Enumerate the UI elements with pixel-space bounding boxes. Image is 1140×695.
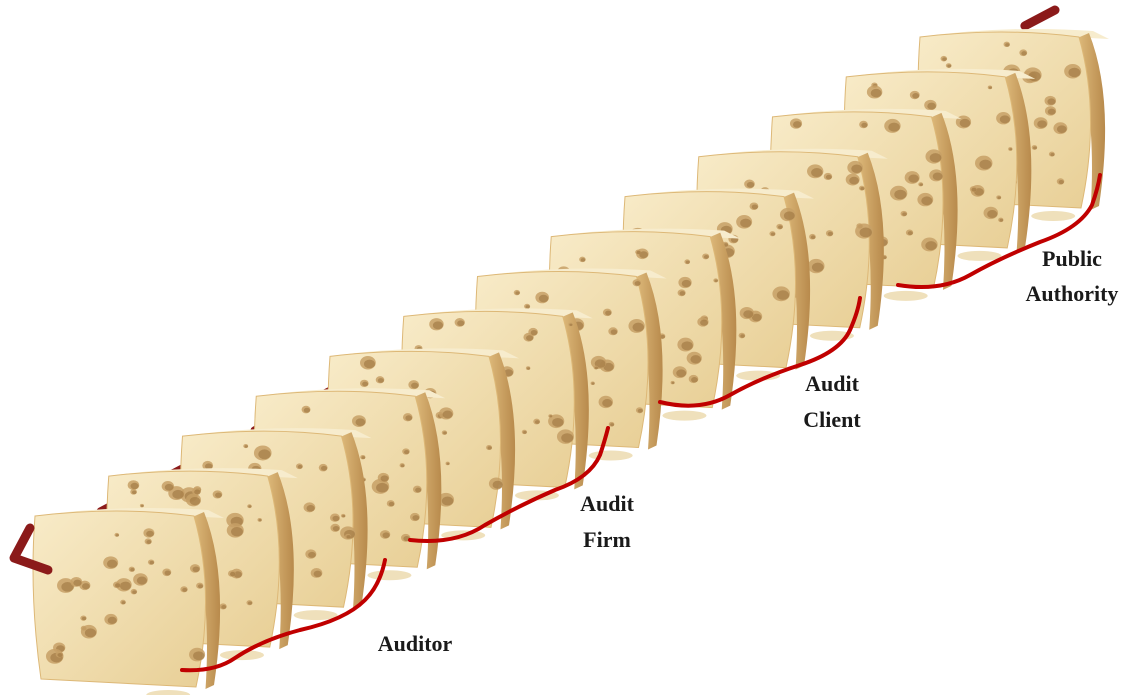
label-public-authority: Public Authority xyxy=(1026,246,1119,306)
label-audit-firm: Audit Firm xyxy=(580,491,634,552)
label-auditor: Auditor xyxy=(378,631,453,656)
label-public-authority-line-2: Authority xyxy=(1026,281,1119,306)
label-audit-client: Audit Client xyxy=(803,371,861,432)
cheese-slices xyxy=(33,29,1109,695)
label-audit-client-line-1: Audit xyxy=(805,371,859,396)
cheese-slice xyxy=(33,508,224,695)
label-audit-client-line-2: Client xyxy=(803,407,861,432)
label-audit-firm-line-2: Firm xyxy=(583,527,631,552)
label-audit-firm-line-1: Audit xyxy=(580,491,634,516)
label-public-authority-line-1: Public xyxy=(1042,246,1102,271)
label-auditor-line-1: Auditor xyxy=(378,631,453,656)
